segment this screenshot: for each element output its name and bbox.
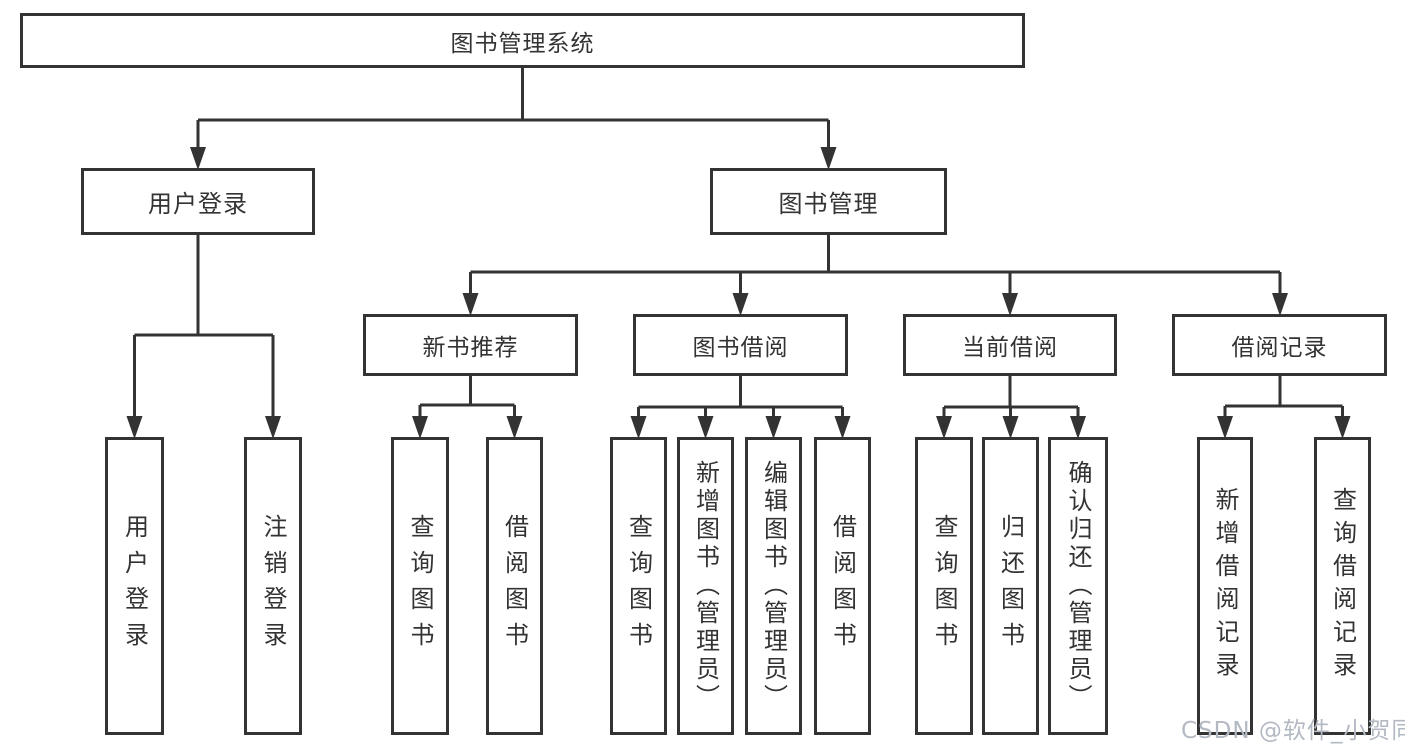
arrowhead — [834, 416, 851, 439]
leaf-edit-book-admin: 编辑图书（管理员） — [745, 437, 802, 735]
node-label: 新增图书（管理员） — [691, 460, 720, 712]
node-new-book-recommend: 新书推荐 — [363, 314, 578, 376]
node-book-borrowing: 图书借阅 — [633, 314, 848, 376]
leaf-logout: 注销登录 — [244, 437, 302, 735]
arrowhead — [1272, 293, 1288, 316]
leaf-query-borrow-record: 查询借阅记录 — [1314, 437, 1371, 735]
node-borrowing-records: 借阅记录 — [1172, 314, 1387, 376]
leaf-query-books-borrowing: 查询图书 — [610, 437, 667, 735]
connector-book-management-to-level3 — [469, 235, 1282, 296]
csdn-watermark: CSDN @软件_小贺同学 — [1181, 718, 1405, 744]
arrowhead — [1334, 416, 1351, 439]
node-label: 借阅图书 — [500, 514, 529, 658]
arrowhead — [1070, 416, 1086, 439]
node-label: 新书推荐 — [422, 335, 519, 361]
node-label: 图书借阅 — [692, 335, 789, 361]
node-label: 用户登录 — [120, 514, 149, 658]
leaf-borrow-books: 借阅图书 — [814, 437, 871, 735]
leaf-user-login: 用户登录 — [105, 437, 164, 735]
leaf-borrow-books-recommend: 借阅图书 — [486, 437, 543, 735]
arrowheads — [126, 147, 1351, 439]
node-label: 归还图书 — [996, 514, 1025, 658]
connector-current-borrowing-to-leaves — [942, 376, 1080, 419]
node-book-management: 图书管理 — [710, 168, 947, 235]
arrowhead — [732, 293, 749, 316]
arrowhead — [506, 416, 523, 439]
arrowhead — [820, 147, 837, 170]
leaf-return-book: 归还图书 — [982, 437, 1039, 735]
connector-book-borrowing-to-leaves — [637, 376, 844, 419]
arrowhead — [190, 147, 206, 170]
node-current-borrowing: 当前借阅 — [903, 314, 1117, 376]
connector-borrowing-records-to-leaves — [1223, 376, 1344, 419]
node-label: 借阅记录 — [1231, 335, 1328, 361]
node-label: 用户登录 — [148, 190, 248, 218]
node-label: 图书管理 — [778, 190, 879, 218]
arrowhead — [265, 416, 281, 439]
leaf-query-books-recommend: 查询图书 — [391, 437, 449, 735]
node-label: 当前借阅 — [962, 335, 1058, 361]
node-label: 注销登录 — [259, 514, 287, 658]
node-label: 查询图书 — [624, 514, 653, 658]
node-label: 查询图书 — [406, 514, 434, 658]
arrowhead — [630, 416, 647, 439]
node-label: 确认归还（管理员） — [1064, 460, 1092, 712]
node-label: 新增借阅记录 — [1211, 487, 1239, 685]
arrowhead — [765, 416, 782, 439]
arrowhead — [1002, 293, 1018, 316]
leaf-add-book-admin: 新增图书（管理员） — [677, 437, 734, 735]
node-label: 查询借阅记录 — [1328, 487, 1357, 685]
leaf-query-books-current: 查询图书 — [915, 437, 973, 735]
arrowhead — [1002, 416, 1019, 439]
node-library-management-system: 图书管理系统 — [20, 13, 1025, 68]
node-label: 查询图书 — [930, 514, 958, 658]
arrowhead — [462, 293, 479, 316]
connector-user-login-to-leaves — [133, 235, 275, 419]
node-label: 图书管理系统 — [450, 30, 595, 57]
arrowhead — [412, 416, 428, 439]
arrowhead — [1217, 416, 1233, 439]
leaf-add-borrow-record: 新增借阅记录 — [1197, 437, 1253, 735]
arrowhead — [126, 416, 143, 439]
node-user-login: 用户登录 — [81, 168, 315, 235]
leaf-confirm-return-admin: 确认归还（管理员） — [1048, 437, 1108, 735]
connector-root-to-level2 — [196, 68, 830, 150]
node-label: 借阅图书 — [828, 514, 857, 658]
arrowhead — [697, 416, 714, 439]
arrowhead — [936, 416, 952, 439]
node-label: 编辑图书（管理员） — [759, 460, 788, 712]
connector-new-book-to-leaves — [418, 376, 516, 419]
